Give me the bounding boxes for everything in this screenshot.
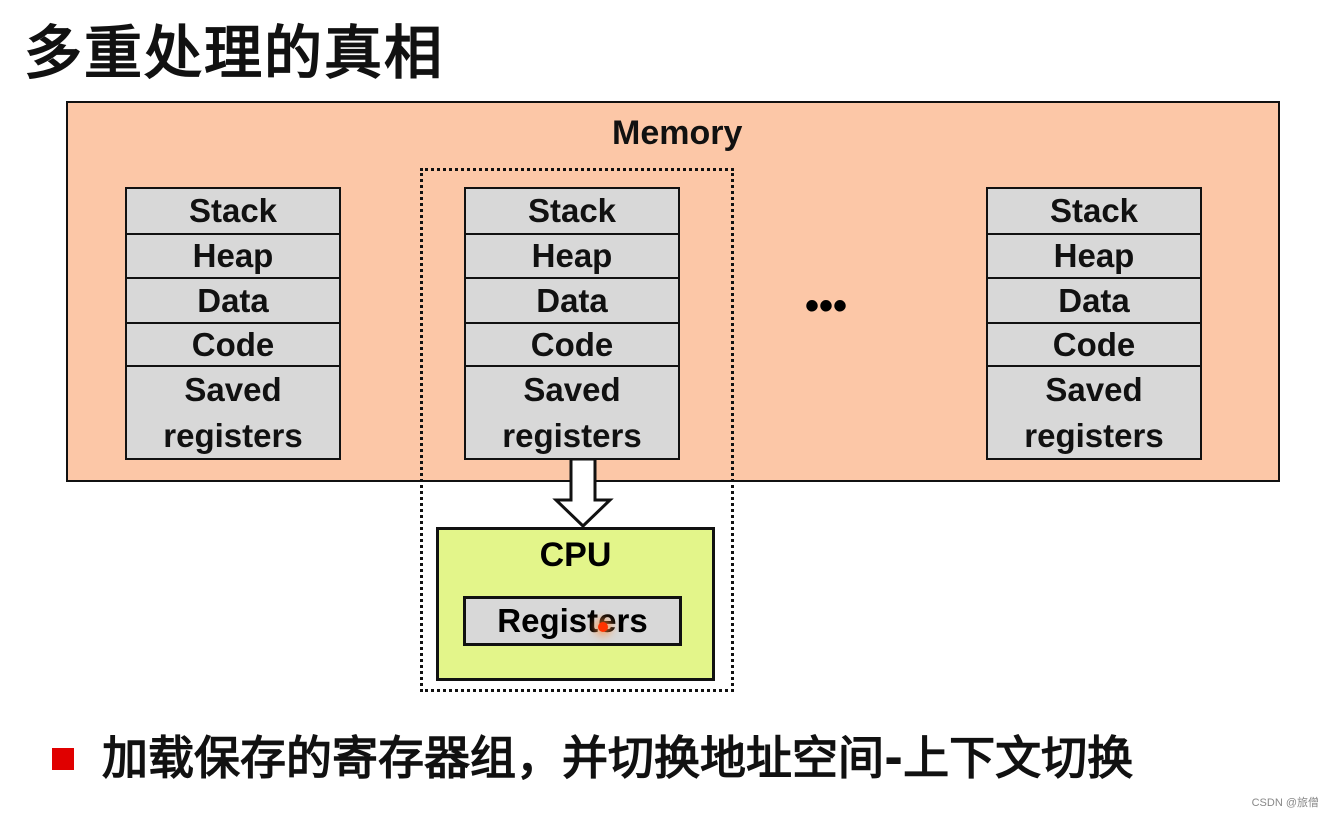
saved-line1: Saved — [1045, 370, 1143, 408]
bullet-icon — [52, 748, 74, 770]
code-segment: Code — [127, 324, 339, 367]
data-segment: Data — [988, 279, 1200, 324]
heap-segment: Heap — [988, 235, 1200, 279]
saved-registers-segment: Saved registers — [466, 367, 678, 458]
ellipsis: ••• — [805, 284, 848, 328]
process-memory-2: Stack Heap Data Code Saved registers — [464, 187, 680, 460]
code-segment: Code — [466, 324, 678, 367]
stack-segment: Stack — [127, 189, 339, 235]
bullet-text: 加载保存的寄存器组，并切换地址空间-上下文切换 — [102, 731, 1134, 785]
code-segment: Code — [988, 324, 1200, 367]
process-memory-1: Stack Heap Data Code Saved registers — [125, 187, 341, 460]
cpu-registers: Registers — [463, 596, 682, 646]
saved-line1: Saved — [523, 370, 621, 408]
data-segment: Data — [127, 279, 339, 324]
load-arrow-icon — [552, 458, 614, 529]
saved-line1: Saved — [184, 370, 282, 408]
stack-segment: Stack — [988, 189, 1200, 235]
slide-title: 多重处理的真相 — [24, 19, 445, 87]
heap-segment: Heap — [466, 235, 678, 279]
current-process-highlight — [420, 168, 734, 692]
pointer-dot — [598, 622, 608, 632]
data-segment: Data — [466, 279, 678, 324]
saved-line2: registers — [502, 416, 642, 454]
saved-registers-segment: Saved registers — [127, 367, 339, 458]
heap-segment: Heap — [127, 235, 339, 279]
cpu-label: CPU — [539, 536, 612, 574]
watermark: CSDN @旅僧 — [1251, 797, 1319, 809]
stack-segment: Stack — [466, 189, 678, 235]
memory-label: Memory — [612, 114, 743, 152]
saved-line2: registers — [1024, 416, 1164, 454]
saved-registers-segment: Saved registers — [988, 367, 1200, 458]
saved-line2: registers — [163, 416, 303, 454]
process-memory-3: Stack Heap Data Code Saved registers — [986, 187, 1202, 460]
